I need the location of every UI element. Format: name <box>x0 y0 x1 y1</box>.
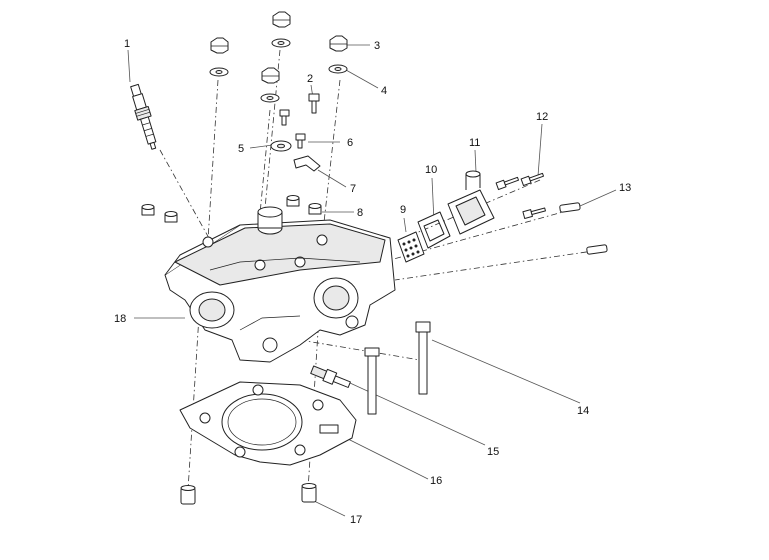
callout-4: 4 <box>381 85 387 97</box>
temperature-sensor <box>310 365 351 388</box>
cylinder-head <box>164 206 396 363</box>
callout-7: 7 <box>350 183 356 195</box>
bottom-dowels <box>180 483 317 505</box>
valve-caps <box>141 195 322 223</box>
callout-17: 17 <box>350 514 362 526</box>
callout-12: 12 <box>536 111 548 123</box>
callout-16: 16 <box>430 475 442 487</box>
callout-11: 11 <box>469 137 480 149</box>
callout-1: 1 <box>124 38 130 50</box>
small-bolts <box>279 93 546 219</box>
callout-5: 5 <box>238 143 244 155</box>
spark-plug <box>130 83 157 150</box>
bracket <box>293 155 321 172</box>
callout-labels: 1 2 3 4 5 6 7 8 9 10 11 12 13 14 15 16 1… <box>114 38 631 526</box>
thermostat <box>397 231 425 263</box>
dowel-pins <box>559 202 608 255</box>
callout-13: 13 <box>619 182 631 194</box>
callout-9: 9 <box>400 204 406 216</box>
callout-3: 3 <box>374 40 380 52</box>
washers <box>209 38 348 152</box>
cylinder-head-nuts <box>210 11 348 84</box>
callout-6: 6 <box>347 137 353 149</box>
callout-8: 8 <box>357 207 363 219</box>
water-outlet <box>447 170 495 235</box>
callout-15: 15 <box>487 446 499 458</box>
callout-18: 18 <box>114 313 126 325</box>
thermostat-gasket <box>417 211 451 249</box>
callout-2: 2 <box>307 73 313 85</box>
callout-10: 10 <box>425 164 437 176</box>
callout-14: 14 <box>577 405 589 417</box>
head-gasket <box>179 381 357 466</box>
long-studs <box>364 321 431 415</box>
